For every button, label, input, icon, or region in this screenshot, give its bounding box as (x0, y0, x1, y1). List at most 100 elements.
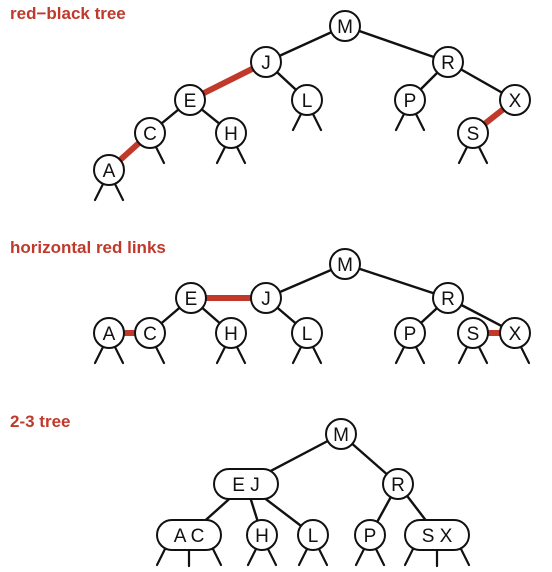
null-link-H-1 (235, 145, 247, 165)
red-black-tree-title: red−black tree (10, 4, 126, 23)
node-label-S: S (467, 324, 480, 345)
null-link-H-0 (215, 145, 227, 165)
null-link-P-0 (394, 112, 406, 132)
node-L (291, 317, 323, 349)
node-label-SX: S X (422, 526, 453, 547)
horizontal-red-links-title: horizontal red links (10, 238, 166, 257)
node-label-L: L (302, 324, 313, 345)
node-S (457, 317, 489, 349)
node-S (457, 117, 489, 149)
node-label-R: R (391, 475, 405, 496)
node-R (432, 282, 464, 314)
null-link-P-1 (414, 345, 426, 365)
two-three-tree-title: 2-3 tree (10, 412, 71, 431)
black-link-M-R (343, 24, 450, 64)
node-label-H: H (224, 324, 238, 345)
node-M (329, 248, 361, 280)
null-link-SX-2 (459, 547, 471, 567)
node-H (215, 117, 247, 149)
node-E (174, 84, 206, 116)
null-link-L-0 (297, 547, 309, 567)
null-link-L-1 (317, 547, 329, 567)
node-label-J: J (261, 289, 271, 310)
null-link-P-0 (354, 547, 366, 567)
node-label-P: P (404, 324, 417, 345)
node-label-X: X (509, 91, 522, 112)
null-link-S-0 (457, 145, 469, 165)
node-X (499, 84, 531, 116)
null-link-C-0 (154, 145, 166, 165)
null-link-L-1 (311, 345, 323, 365)
null-link-S-0 (457, 345, 469, 365)
node-label-A: A (103, 161, 116, 182)
null-link-A-0 (93, 345, 105, 365)
null-link-A-1 (113, 345, 125, 365)
node-label-R: R (441, 289, 455, 310)
node-J (250, 282, 282, 314)
node-label-E: E (185, 289, 198, 310)
node-X (499, 317, 531, 349)
node-P (394, 317, 426, 349)
diagram-0: M J R E L P X C H S A (93, 10, 531, 202)
node-label-P: P (404, 91, 417, 112)
node-C (134, 317, 166, 349)
node-label-P: P (364, 526, 377, 547)
null-link-H-1 (266, 547, 278, 567)
null-link-P-1 (414, 112, 426, 132)
node-label-R: R (441, 53, 455, 74)
node-label-M: M (337, 17, 353, 38)
null-link-A-0 (93, 182, 105, 202)
null-link-L-0 (291, 345, 303, 365)
node-E (175, 282, 207, 314)
node-label-H: H (255, 526, 269, 547)
node-R (382, 468, 414, 500)
node-label-C: C (143, 124, 157, 145)
node-EJ (213, 468, 279, 500)
diagram-1: M E J R A C H L P S X (93, 248, 531, 365)
node-label-S: S (467, 124, 480, 145)
node-H (215, 317, 247, 349)
node-L (291, 84, 323, 116)
node-H (246, 519, 278, 551)
null-link-L-0 (291, 112, 303, 132)
null-link-P-1 (374, 547, 386, 567)
null-link-L-1 (311, 112, 323, 132)
node-label-L: L (302, 91, 313, 112)
node-M (325, 418, 357, 450)
node-SX (404, 519, 470, 551)
node-L (297, 519, 329, 551)
node-A (93, 317, 125, 349)
null-link-X-0 (519, 345, 531, 365)
node-R (432, 46, 464, 78)
node-label-H: H (224, 124, 238, 145)
node-label-C: C (143, 324, 157, 345)
node-label-X: X (509, 324, 522, 345)
node-label-J: J (261, 53, 271, 74)
node-label-EJ: E J (232, 475, 259, 496)
null-link-SX-0 (403, 547, 415, 567)
null-link-AC-0 (155, 547, 167, 567)
node-label-A: A (103, 324, 116, 345)
node-M (329, 10, 361, 42)
node-P (394, 84, 426, 116)
node-J (250, 46, 282, 78)
null-link-AC-2 (211, 547, 223, 567)
node-label-E: E (184, 91, 197, 112)
null-link-H-1 (235, 345, 247, 365)
black-link-M-R (343, 262, 450, 300)
node-C (134, 117, 166, 149)
null-link-A-1 (113, 182, 125, 202)
null-link-H-0 (246, 547, 258, 567)
node-label-M: M (333, 425, 349, 446)
null-link-S-1 (477, 145, 489, 165)
node-AC (156, 519, 222, 551)
null-link-P-0 (394, 345, 406, 365)
node-label-M: M (337, 255, 353, 276)
node-P (354, 519, 386, 551)
null-link-H-0 (215, 345, 227, 365)
null-link-S-1 (477, 345, 489, 365)
null-link-C-0 (154, 345, 166, 365)
node-label-AC: A C (174, 526, 205, 547)
